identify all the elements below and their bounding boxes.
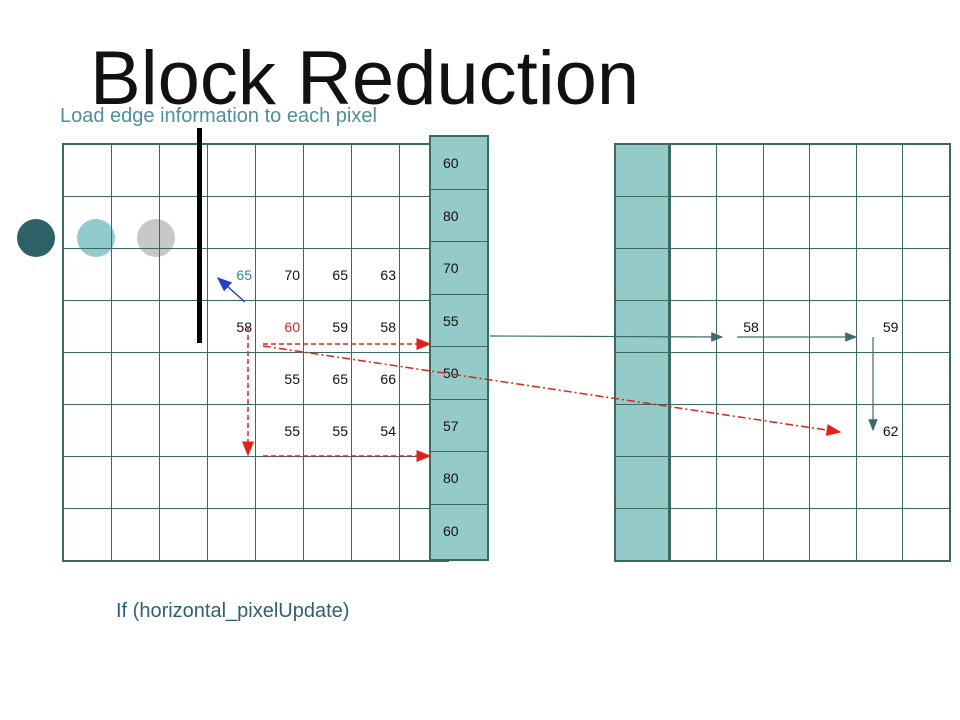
grid-cell (255, 196, 304, 249)
slide-subtitle: Load edge information to each pixel (60, 105, 377, 127)
edge-value: 80 (431, 452, 487, 505)
grid-cell (62, 248, 112, 301)
grid-cell-edge (614, 143, 671, 197)
grid-cell (902, 248, 951, 301)
grid-row (614, 456, 951, 509)
grid-row: 62 (614, 404, 951, 457)
grid-row (614, 508, 951, 562)
grid-cell: 65 (303, 352, 352, 405)
arrow-blue-diagonal (216, 277, 246, 303)
edge-value: 55 (431, 295, 487, 347)
grid-cell (716, 404, 764, 457)
grid-cell: 65 (303, 248, 352, 301)
grid-cell: 66 (351, 352, 400, 405)
grid-cell (303, 508, 352, 562)
grid-cell: 54 (351, 404, 400, 457)
grid-row (62, 143, 449, 197)
grid-cell-edge (614, 352, 671, 405)
grid-row: 55 65 66 62 (62, 352, 449, 405)
grid-row (614, 196, 951, 249)
grid-cell (902, 300, 951, 353)
grid-row (614, 248, 951, 301)
grid-cell (762, 352, 811, 405)
decorative-dot-dark (17, 219, 55, 257)
grid-cell (351, 196, 400, 249)
grid-cell-edge (614, 300, 671, 353)
grid-cell (351, 456, 400, 509)
grid-cell (762, 404, 811, 457)
grid-cell (62, 404, 112, 457)
grid-cell (111, 508, 160, 562)
grid-row (614, 143, 951, 197)
grid-cell (255, 456, 304, 509)
grid-cell (111, 456, 160, 509)
grid-cell (159, 456, 208, 509)
condition-caption: If (horizontal_pixelUpdate) (116, 600, 350, 622)
grid-cell: 55 (255, 404, 304, 457)
grid-cell (207, 456, 256, 509)
grid-cell (351, 508, 400, 562)
grid-cell (902, 508, 951, 562)
grid-cell (159, 352, 208, 405)
grid-cell: 55 (303, 404, 352, 457)
grid-cell: 55 (255, 352, 304, 405)
edge-value: 57 (431, 400, 487, 452)
grid-cell (303, 456, 352, 509)
grid-cell (668, 352, 718, 405)
arrow-red-long (262, 345, 842, 436)
grid-cell (668, 196, 718, 249)
grid-cell (303, 143, 352, 197)
grid-cell (668, 143, 718, 197)
edge-column: 60 80 70 55 50 57 80 60 (429, 135, 489, 561)
grid-cell (809, 352, 857, 405)
grid-row: 58 59 (614, 300, 951, 353)
grid-row (614, 352, 951, 405)
grid-cell-edge (614, 196, 671, 249)
edge-value: 70 (431, 242, 487, 295)
edge-value: 80 (431, 190, 487, 242)
grid-cell (62, 143, 112, 197)
grid-cell (111, 248, 160, 301)
edge-boundary-line (197, 128, 202, 343)
edge-value: 50 (431, 347, 487, 400)
grid-cell (855, 508, 904, 562)
grid-cell (902, 352, 951, 405)
grid-cell: 63 (351, 248, 400, 301)
grid-cell: 70 (255, 248, 304, 301)
grid-cell (303, 196, 352, 249)
grid-cell (62, 508, 112, 562)
right-pixel-grid: 58 59 62 (614, 143, 951, 562)
grid-row: 65 70 65 63 75 (62, 248, 449, 301)
grid-cell-edge (614, 404, 671, 457)
grid-cell (668, 248, 718, 301)
grid-cell-edge (614, 248, 671, 301)
grid-cell (668, 508, 718, 562)
grid-cell: 58 (716, 300, 764, 353)
grid-cell-edge (614, 456, 671, 509)
edge-value: 60 (443, 522, 459, 539)
grid-cell (351, 143, 400, 197)
grid-cell (255, 143, 304, 197)
arrow-teal-right (489, 332, 724, 342)
grid-cell (902, 404, 951, 457)
grid-cell (111, 196, 160, 249)
slide-title: Block Reduction (90, 36, 640, 121)
grid-cell (902, 456, 951, 509)
grid-cell (668, 456, 718, 509)
grid-cell (207, 508, 256, 562)
grid-cell: 59 (855, 300, 904, 353)
grid-cell (902, 143, 951, 197)
grid-cell (62, 456, 112, 509)
grid-cell (855, 248, 904, 301)
grid-cell (716, 508, 764, 562)
grid-cell (809, 196, 857, 249)
grid-cell (809, 508, 857, 562)
grid-cell-edge (614, 508, 671, 562)
grid-cell (62, 300, 112, 353)
edge-value: 60 (431, 137, 487, 190)
